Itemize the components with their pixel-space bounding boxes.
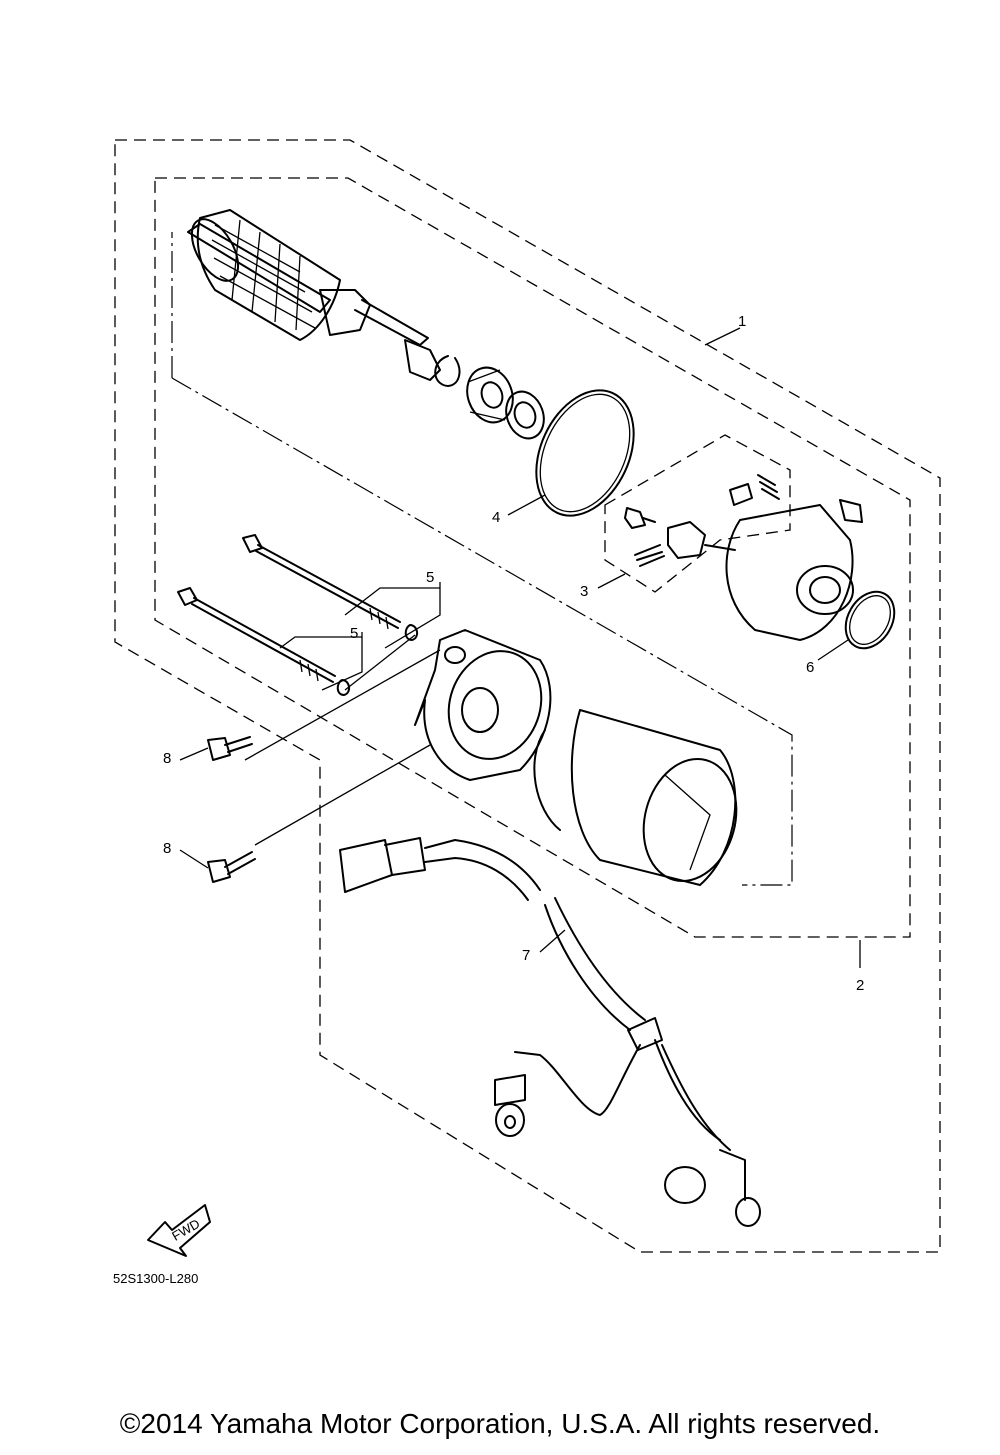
armature	[187, 209, 441, 381]
wire-harness	[339, 837, 761, 1227]
through-bolt-lower	[177, 587, 336, 683]
through-bolt-upper	[242, 534, 401, 630]
bolt-leader-3	[344, 634, 416, 691]
callout-4: 4	[492, 509, 500, 526]
callout-7: 7	[522, 947, 530, 964]
yoke	[533, 709, 738, 886]
bolt-upper	[207, 736, 253, 761]
bearing	[466, 366, 514, 424]
bolt-leader-1	[244, 649, 441, 761]
alignment-line-upper	[171, 377, 793, 886]
o-ring-small	[844, 590, 896, 650]
callout-8-upper: 8	[163, 750, 171, 767]
drawing-code: 52S1300-L280	[113, 1271, 198, 1286]
callout-3: 3	[580, 583, 588, 600]
callout-leaders	[179, 327, 861, 968]
callout-6: 6	[806, 659, 814, 676]
callout-1: 1	[738, 313, 746, 330]
group-1-boundary	[114, 139, 941, 1253]
callout-8-lower: 8	[163, 840, 171, 857]
copyright-notice: ©2014 Yamaha Motor Corporation, U.S.A. A…	[119, 1408, 881, 1439]
rear-end-cover	[704, 499, 863, 641]
brush-holder-set	[624, 474, 780, 567]
group-3-boundary	[604, 434, 791, 593]
washer-lower	[336, 679, 350, 696]
o-ring-large	[535, 389, 635, 517]
oil-seal	[505, 390, 545, 440]
callout-5-upper: 5	[426, 569, 434, 586]
bolt-lower	[207, 851, 256, 883]
washer-upper	[404, 624, 418, 641]
front-cover	[414, 629, 552, 781]
circlip	[434, 355, 461, 387]
group-2-boundary	[154, 177, 911, 938]
fwd-arrow-icon: FWD	[147, 1204, 211, 1257]
callout-2: 2	[856, 977, 864, 994]
callout-5-lower: 5	[350, 625, 358, 642]
bolt-leader-2	[254, 744, 431, 846]
svg-text:FWD: FWD	[169, 1216, 202, 1244]
